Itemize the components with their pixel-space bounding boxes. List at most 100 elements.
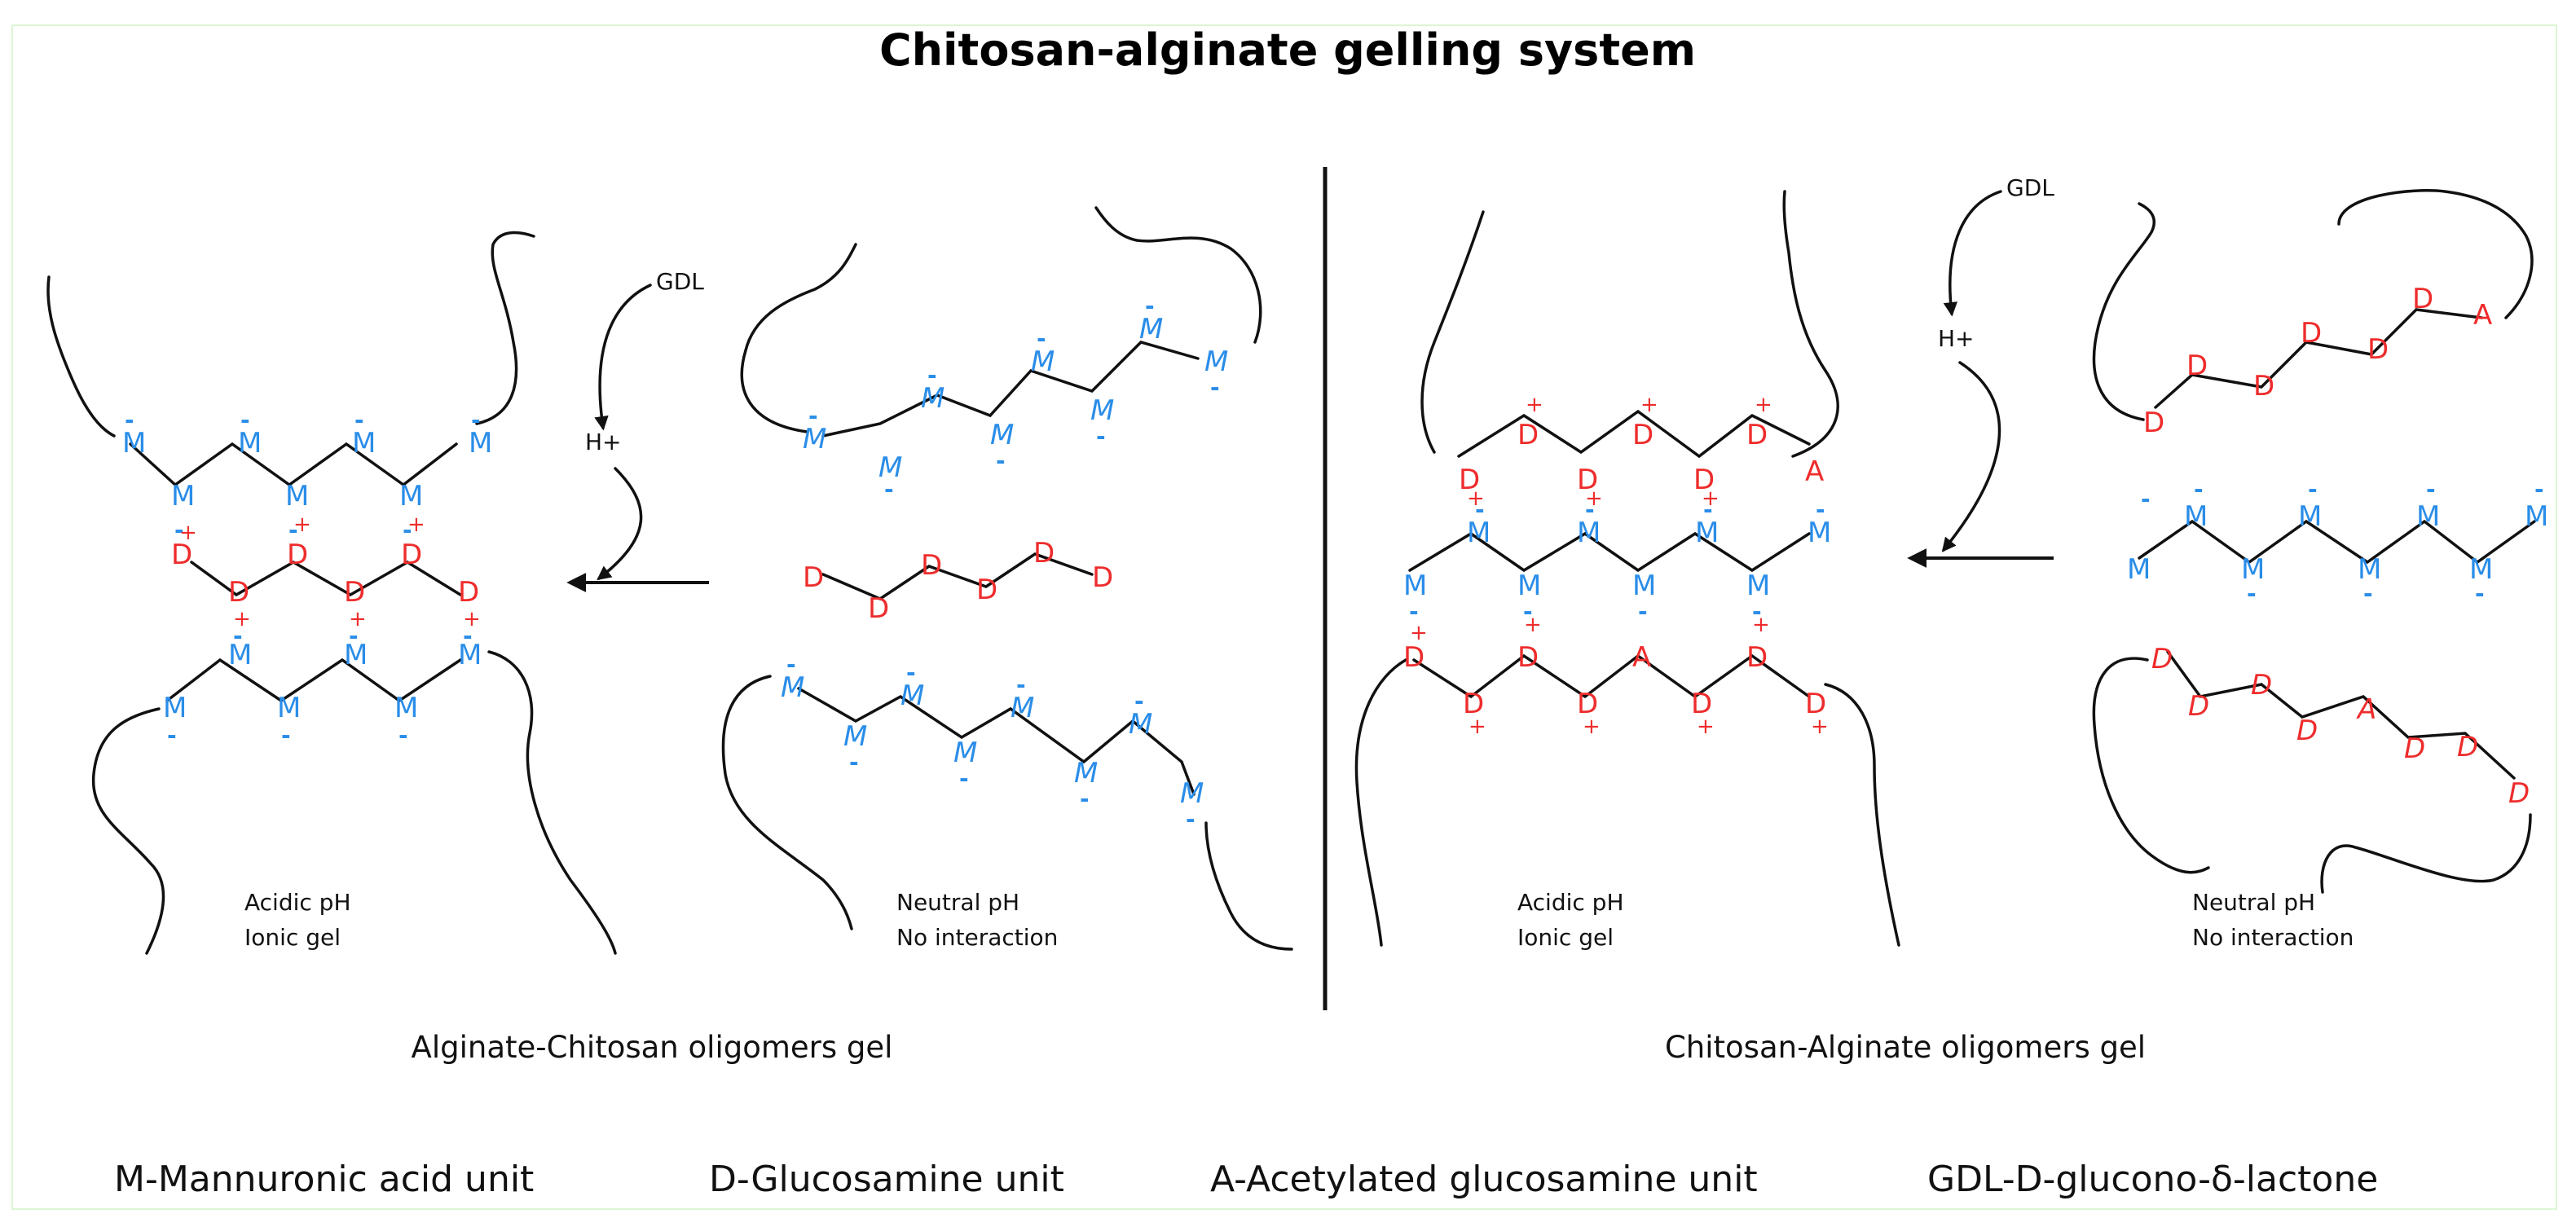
negative-charge: - [996,447,1006,474]
negative-charge: - [1703,496,1713,523]
glucosamine-unit: D [228,576,249,609]
chain-bond [1457,409,1811,459]
glucosamine-unit: D [1517,419,1539,451]
mannuronic-unit: M [2241,553,2265,586]
glucosamine-unit: D [2301,317,2322,350]
gdl-arrow [1943,190,2002,317]
negative-charge: - [2141,486,2151,512]
polymer-chain [91,707,165,955]
positive-charge: + [1697,715,1715,739]
glucosamine-unit: D [1693,464,1715,496]
negative-charge: - [403,517,412,543]
glucosamine-unit: D [2151,643,2173,675]
positive-charge: + [293,512,311,537]
acetylated-unit: A [2356,693,2376,726]
chain-bond [1408,531,1811,573]
polymer-chain [2337,189,2534,319]
acetylated-unit: A [1632,641,1651,674]
negative-charge: - [240,407,250,433]
legend-acetylated: A-Acetylated glucosamine unit [1210,1159,1758,1200]
mannuronic-unit: M [1129,708,1152,741]
mannuronic-unit: M [1403,570,1427,602]
gel-condition-state: Ionic gel [1517,924,1614,951]
mannuronic-unit: M [1090,394,1114,427]
glucosamine-unit: D [2404,732,2425,765]
glucosamine-unit: D [921,549,942,582]
mannuronic-unit: M [285,480,309,512]
positive-charge: + [1524,613,1542,637]
negative-charge: - [174,517,184,543]
negative-charge: - [354,407,364,433]
glucosamine-unit: D [2188,690,2209,723]
mannuronic-unit: M [990,419,1014,451]
polymer-chain [1204,821,1293,951]
gdl-arrow [594,284,652,431]
acetylated-unit: A [1805,455,1824,488]
negative-charge: - [1409,598,1419,625]
acetylated-unit: A [2473,299,2492,332]
negative-charge: - [906,659,916,686]
negative-charge: - [1475,496,1485,523]
glucosamine-unit: D [2143,407,2164,439]
mannuronic-unit: M [878,451,902,484]
legend: M-Mannuronic acid unit D-Glucosamine uni… [114,1159,2378,1200]
negative-charge: - [1210,374,1220,401]
proton-label: H+ [585,429,622,455]
glucosamine-unit: D [287,539,308,571]
mannuronic-unit: M [1517,570,1541,602]
glucosamine-unit: D [2253,370,2274,402]
polymer-chain [46,275,116,438]
positive-charge: + [407,512,425,537]
mannuronic-unit: M [171,480,195,512]
mannuronic-unit: M [228,639,252,671]
chain-bond [129,442,458,487]
positive-charge: + [1585,486,1603,511]
mannuronic-unit: M [1695,517,1719,549]
polymer-chain [1824,683,1900,947]
glucosamine-unit: D [2251,669,2272,701]
glucosamine-unit: D [1805,688,1826,720]
glucosamine-unit: D [1632,419,1653,451]
negative-charge: - [849,749,859,776]
mannuronic-unit: M [2358,553,2381,586]
acidifier-label: GDL [2006,174,2054,201]
mannuronic-unit: M [1632,570,1656,602]
glucosamine-unit: D [868,592,889,625]
chain-bond [821,341,1200,438]
figure-title: Chitosan-alginate gelling system [879,24,1696,76]
proton-arrow [597,467,643,581]
glucosamine-unit: D [344,576,365,609]
chain-bond [1412,653,1811,699]
mannuronic-unit: M [900,679,924,712]
mannuronic-unit: M [469,427,492,460]
negative-charge: - [281,722,291,749]
negative-charge: - [2308,476,2318,503]
glucosamine-unit: D [401,539,422,571]
glucosamine-unit: D [2296,715,2318,747]
glucosamine-unit: D [1691,688,1712,720]
mannuronic-unit: M [921,382,945,415]
mannuronic-unit: M [803,423,826,455]
negative-charge: - [167,722,177,749]
glucosamine-unit: D [976,574,997,606]
mannuronic-unit: M [1139,313,1163,345]
acidifier-label: GDL [656,268,704,295]
glucosamine-unit: D [2412,283,2433,315]
positive-charge: + [1755,393,1772,417]
chain-bond [797,687,1196,796]
positive-charge: + [1410,621,1428,645]
mannuronic-unit: M [2127,553,2151,586]
polymer-chain [721,675,853,930]
polymer-chain [2092,657,2210,874]
positive-charge: + [1702,486,1720,511]
negative-charge: - [2363,580,2373,607]
glucosamine-unit: D [1403,641,1425,674]
mannuronic-unit: M [163,692,187,724]
chain-bond [2166,650,2516,780]
chain-bond [165,657,462,703]
proton-arrow [1941,361,2001,552]
negative-charge: - [349,622,359,649]
mannuronic-unit: M [1074,757,1098,789]
glucosamine-unit: D [1463,688,1484,720]
mannuronic-unit: M [1180,777,1204,810]
